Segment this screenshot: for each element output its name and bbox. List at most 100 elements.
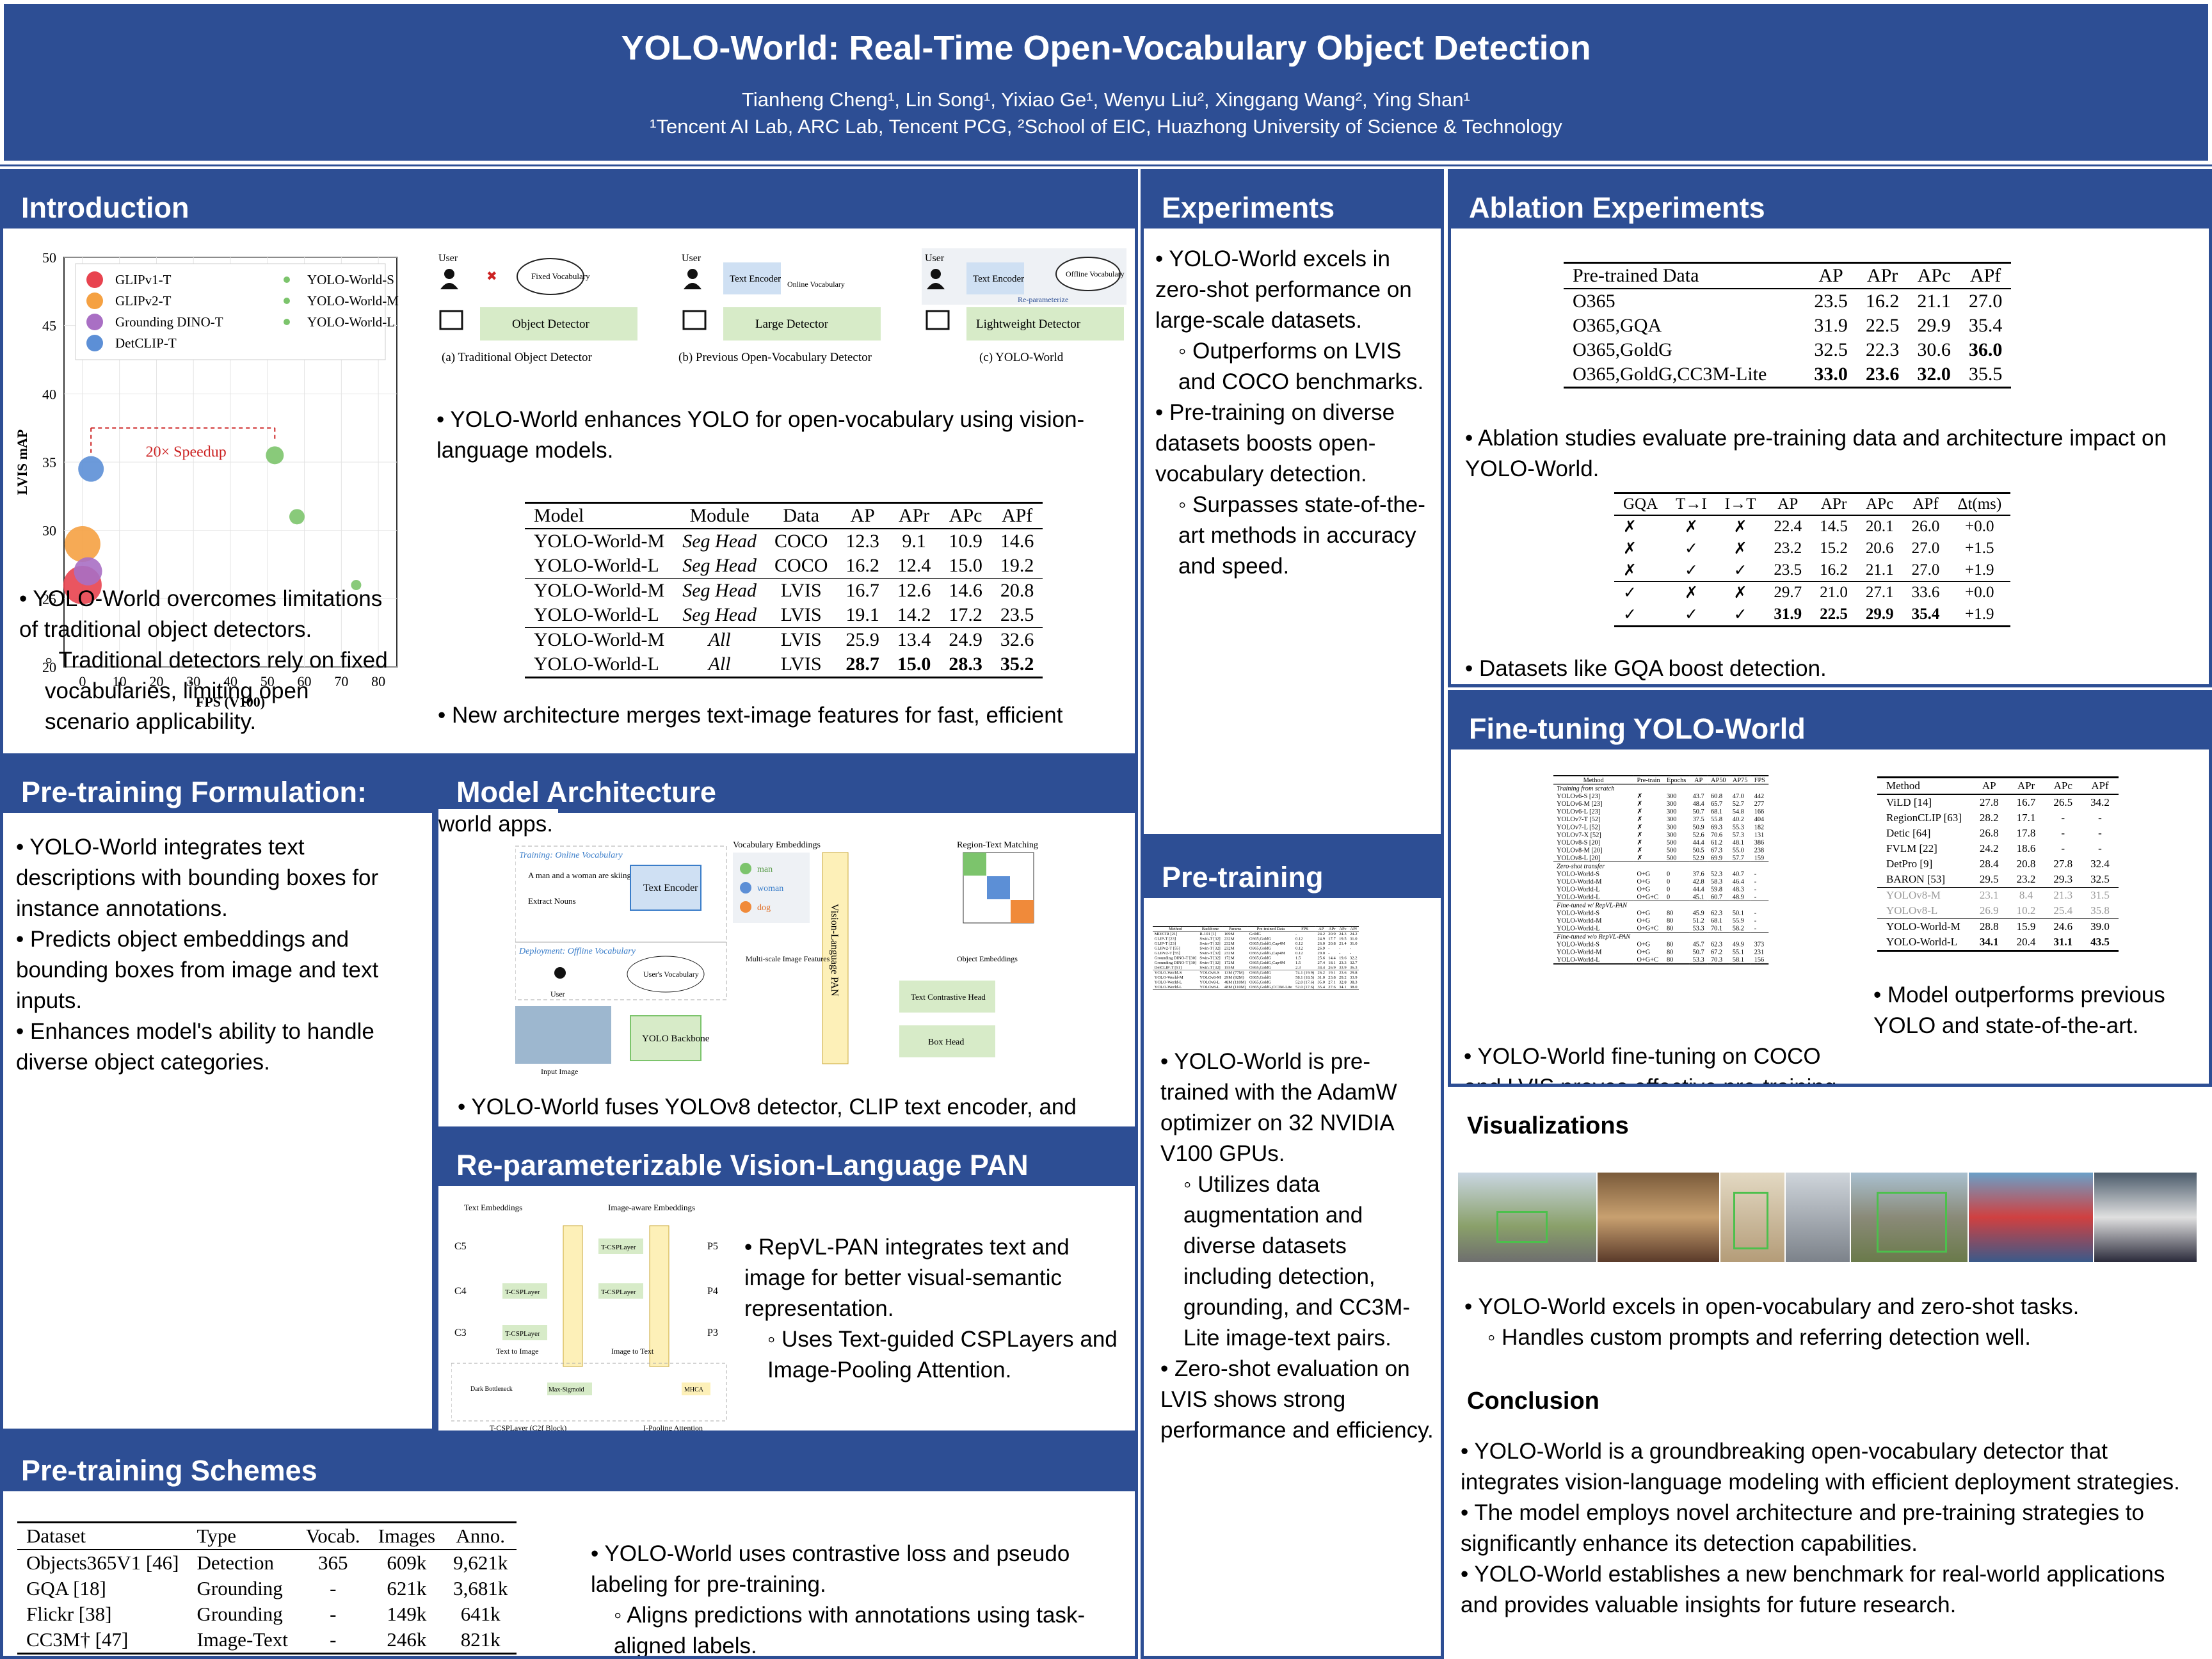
blocked-icon: ✖	[486, 269, 497, 284]
table-cell: 19.5	[1339, 936, 1347, 942]
table-cell: 19.1	[846, 604, 879, 625]
table-cell: 246k	[387, 1628, 427, 1651]
table-cell: ✗	[1637, 822, 1643, 831]
table-cell: 29.9	[1865, 605, 1894, 623]
table-cell: ✗	[1637, 846, 1643, 854]
fig-b-text-encoder-label: Text Encoder	[730, 274, 781, 284]
det-box	[1733, 1192, 1768, 1249]
table-row: Fine-tuned w/ RepVL-PAN	[1553, 901, 1769, 909]
table-row: Training from scratch	[1553, 784, 1769, 792]
table-cell	[1708, 933, 1729, 940]
table-cell: YOLO-World-L	[534, 604, 659, 625]
table-cell: GLIPv2-T [55]	[1154, 950, 1180, 956]
table-cell: O365,GoldG,Cap4M	[1249, 941, 1285, 946]
table-cell: 52.6	[1692, 830, 1704, 838]
text-emb-label: Text Embeddings	[464, 1203, 522, 1212]
table-cell: 1.5	[1295, 960, 1301, 965]
table-cell: RegionCLIP [63]	[1886, 812, 1962, 824]
fig-b-caption: (b) Previous Open-Vocabulary Detector	[678, 351, 872, 364]
table-cell: O365,GoldG	[1249, 936, 1272, 942]
model-architecture-heading: Model Architecture	[438, 757, 1135, 813]
table-cell: 29.5	[1979, 873, 1999, 885]
tcsp-box	[598, 1238, 643, 1254]
table-cell: +1.9	[1965, 561, 1994, 579]
datasets-table: Dataset Type Vocab. Images Anno. Objects…	[17, 1521, 517, 1655]
table-cell: Training from scratch	[1557, 784, 1615, 792]
table-cell: -	[1754, 893, 1757, 901]
table-cell: 26.9	[1317, 946, 1326, 951]
table-cell: Seg Head	[682, 555, 757, 576]
region-text-label: Region-Text Matching	[957, 840, 1038, 850]
table-cell: O+G	[1637, 908, 1651, 917]
table-cell: O365,GoldG	[1249, 946, 1272, 951]
vis-photo-road	[1458, 1173, 1596, 1262]
fig-c-detector-label: Lightweight Detector	[976, 317, 1081, 331]
fig-c-detector-box	[966, 307, 1124, 341]
t2i-label: Text to Image	[496, 1347, 538, 1356]
table-cell	[1729, 862, 1751, 869]
table-cell: 26.0	[1911, 518, 1940, 535]
contrastive-head-box	[899, 981, 995, 1013]
table-cell: Fine-tuned w/o RepVL-PAN	[1557, 932, 1631, 940]
table-cell: LVIS	[780, 580, 822, 601]
table-cell: 182	[1754, 822, 1765, 831]
table-cell: 21.1	[1865, 561, 1894, 579]
table-cell: YOLO-World-S	[1557, 940, 1599, 949]
table-cell: ✗	[1733, 540, 1747, 557]
c4-label: C4	[454, 1286, 467, 1297]
y-axis-label: LVIS mAP	[14, 429, 30, 495]
table-cell: 65.7	[1711, 799, 1723, 808]
table-cell: 15.2	[1820, 540, 1848, 557]
table-cell: ✗	[1637, 853, 1643, 862]
table-cell: 23.6	[1339, 970, 1347, 975]
table-cell: Swin-T [32]	[1199, 956, 1221, 961]
fig-a: User ✖ Fixed Vocabulary Object Detector …	[438, 253, 637, 364]
table-cell: 19.6	[1339, 956, 1347, 961]
table-cell: -	[2098, 827, 2102, 839]
data-point	[266, 446, 284, 465]
table-cell: 80	[1666, 948, 1674, 956]
y-tick-label: 40	[42, 386, 56, 402]
table-cell: 20.8	[2016, 858, 2036, 870]
p3-label: P3	[707, 1327, 718, 1338]
fig-c-text-encoder-label: Text Encoder	[973, 274, 1024, 284]
visualizations-heading: Visualizations	[1467, 1112, 1629, 1139]
table-cell: -	[1349, 946, 1352, 951]
table-cell: 70.6	[1711, 830, 1723, 838]
table-cell: 28.4	[1979, 858, 1999, 870]
table-cell: Swin-T [32]	[1199, 950, 1221, 956]
ablation-section: Ablation Experiments Pre-trained Data AP…	[1448, 169, 2212, 687]
table-cell: 20.8	[1328, 941, 1336, 946]
table-cell: 55.3	[1732, 822, 1744, 831]
vis-photo-men	[2094, 1173, 2197, 1262]
table-cell: -	[1339, 946, 1341, 951]
table-cell: 26.9	[1328, 965, 1336, 970]
table-cell: 300	[1666, 792, 1677, 800]
table-cell: 155M	[1224, 965, 1235, 970]
user-icon	[687, 269, 698, 279]
table-cell: -	[1328, 950, 1330, 956]
table-cell: 46.4	[1732, 877, 1744, 885]
table-cell: YOLO-World-M	[534, 531, 665, 552]
emb-dot	[740, 863, 751, 874]
table-cell: -	[1295, 931, 1297, 936]
table-cell: 27.8	[1979, 796, 1999, 808]
table-cell: DetPro [9]	[1886, 858, 1933, 870]
table-cell: 232M	[1224, 950, 1235, 956]
th: AP	[850, 505, 875, 526]
table-cell: Swin-T [32]	[1199, 946, 1221, 951]
th: APr	[2017, 780, 2035, 792]
